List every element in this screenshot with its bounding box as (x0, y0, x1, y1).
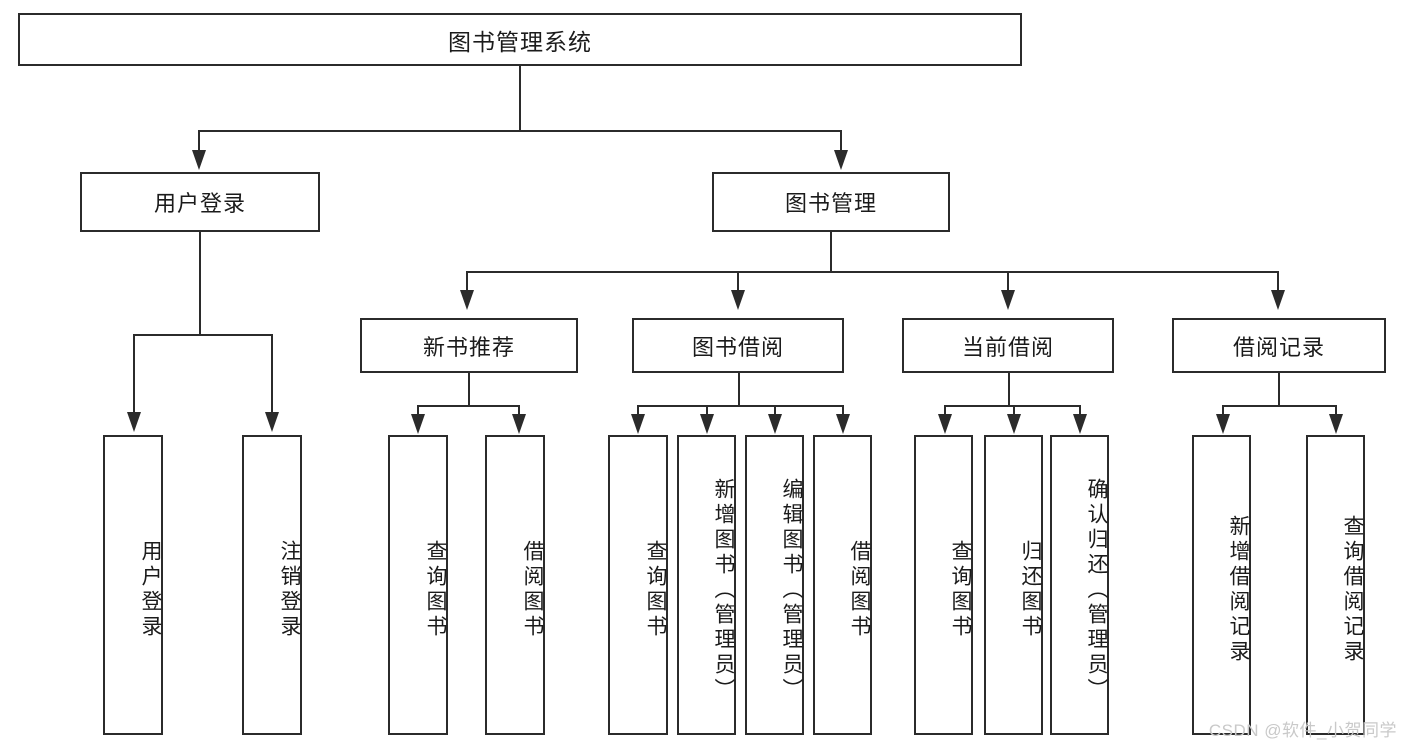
arrow-to-book-management (834, 150, 848, 170)
connector-bb-bus (637, 405, 843, 407)
node-label: 用户登录 (153, 191, 246, 216)
node-label: 确认归还（管理员） (1085, 477, 1108, 703)
connector-root-bus (198, 130, 842, 132)
node-leaf-query-book-2[interactable]: 查询图书 (608, 435, 668, 735)
arrow-to-leaf-logout-login (265, 412, 279, 432)
node-borrow-record[interactable]: 借阅记录 (1172, 318, 1386, 373)
arrow-to-leaf-edit-book (768, 414, 782, 434)
node-leaf-return-book[interactable]: 归还图书 (984, 435, 1043, 735)
node-leaf-borrow-book-1[interactable]: 借阅图书 (485, 435, 545, 735)
connector-user-login-bus (133, 334, 272, 336)
node-current-borrow[interactable]: 当前借阅 (902, 318, 1114, 373)
arrow-to-new-book-recommend (460, 290, 474, 310)
connector-book-management-stem (830, 232, 832, 272)
node-label: 借阅图书 (521, 540, 544, 640)
connector-user-login-drop-2 (271, 334, 273, 414)
node-label: 编辑图书（管理员） (780, 477, 803, 703)
node-label: 归还图书 (1019, 540, 1042, 640)
node-label: 图书管理系统 (448, 28, 592, 55)
node-label: 用户登录 (139, 540, 162, 640)
csdn-watermark: CSDN @软件_小贺同学 (1208, 721, 1397, 740)
arrow-to-leaf-borrow-book-2 (836, 414, 850, 434)
node-new-book-recommend[interactable]: 新书推荐 (360, 318, 578, 373)
connector-cb-bus (944, 405, 1080, 407)
arrow-to-leaf-add-borrow-record (1216, 414, 1230, 434)
connector-bm-drop-2 (737, 271, 739, 291)
node-label: 新增图书（管理员） (712, 477, 735, 703)
arrow-to-leaf-query-book-1 (411, 414, 425, 434)
node-label: 注销登录 (278, 540, 301, 640)
connector-book-management-bus (466, 271, 1278, 273)
arrow-to-leaf-borrow-book-1 (512, 414, 526, 434)
arrow-to-book-borrow (731, 290, 745, 310)
node-label: 图书借阅 (691, 334, 784, 360)
node-label: 图书管理 (784, 191, 877, 216)
node-label: 当前借阅 (961, 334, 1054, 360)
connector-root-drop-right (840, 130, 842, 152)
node-label: 查询图书 (424, 540, 447, 640)
node-book-management[interactable]: 图书管理 (712, 172, 950, 232)
arrow-to-leaf-return-book (1007, 414, 1021, 434)
node-root-book-management-system[interactable]: 图书管理系统 (18, 13, 1022, 66)
connector-user-login-drop-1 (133, 334, 135, 414)
node-label: 查询图书 (949, 540, 972, 640)
connector-bb-drop-1 (637, 405, 639, 415)
arrow-to-leaf-query-book-3 (938, 414, 952, 434)
node-leaf-query-borrow-record[interactable]: 查询借阅记录 (1306, 435, 1365, 735)
arrow-to-user-login (192, 150, 206, 170)
node-book-borrow[interactable]: 图书借阅 (632, 318, 844, 373)
connector-bm-drop-1 (466, 271, 468, 291)
connector-cb-stem (1008, 373, 1010, 406)
arrow-to-leaf-query-borrow-record (1329, 414, 1343, 434)
connector-br-drop-1 (1222, 405, 1224, 415)
arrow-to-leaf-user-login (127, 412, 141, 432)
node-label: 查询借阅记录 (1341, 515, 1364, 665)
connector-nbr-drop-1 (417, 405, 419, 415)
connector-bb-drop-3 (774, 405, 776, 415)
node-leaf-add-borrow-record[interactable]: 新增借阅记录 (1192, 435, 1251, 735)
connector-bb-drop-2 (706, 405, 708, 415)
connector-br-drop-2 (1335, 405, 1337, 415)
connector-root-stem (519, 66, 521, 131)
arrow-to-current-borrow (1001, 290, 1015, 310)
node-leaf-add-book[interactable]: 新增图书（管理员） (677, 435, 736, 735)
node-label: 查询图书 (644, 540, 667, 640)
node-leaf-query-book-1[interactable]: 查询图书 (388, 435, 448, 735)
connector-br-stem (1278, 373, 1280, 406)
arrow-to-borrow-record (1271, 290, 1285, 310)
connector-bb-stem (738, 373, 740, 406)
connector-user-login-stem (199, 232, 201, 335)
node-label: 借阅图书 (848, 540, 871, 640)
node-label: 新书推荐 (422, 334, 515, 360)
arrow-to-leaf-add-book (700, 414, 714, 434)
connector-root-drop-left (198, 130, 200, 152)
connector-bm-drop-4 (1277, 271, 1279, 291)
connector-bb-drop-4 (842, 405, 844, 415)
connector-cb-drop-1 (944, 405, 946, 415)
connector-nbr-stem (468, 373, 470, 406)
node-leaf-logout-login[interactable]: 注销登录 (242, 435, 302, 735)
node-leaf-query-book-3[interactable]: 查询图书 (914, 435, 973, 735)
connector-br-bus (1222, 405, 1336, 407)
node-leaf-edit-book[interactable]: 编辑图书（管理员） (745, 435, 804, 735)
connector-nbr-drop-2 (518, 405, 520, 415)
connector-bm-drop-3 (1007, 271, 1009, 291)
connector-cb-drop-3 (1079, 405, 1081, 415)
node-label: 新增借阅记录 (1227, 515, 1250, 665)
node-leaf-borrow-book-2[interactable]: 借阅图书 (813, 435, 872, 735)
node-leaf-user-login[interactable]: 用户登录 (103, 435, 163, 735)
node-leaf-confirm-return[interactable]: 确认归还（管理员） (1050, 435, 1109, 735)
connector-cb-drop-2 (1013, 405, 1015, 415)
node-label: 借阅记录 (1232, 334, 1325, 360)
node-user-login[interactable]: 用户登录 (80, 172, 320, 232)
connector-nbr-bus (417, 405, 519, 407)
arrow-to-leaf-query-book-2 (631, 414, 645, 434)
arrow-to-leaf-confirm-return (1073, 414, 1087, 434)
